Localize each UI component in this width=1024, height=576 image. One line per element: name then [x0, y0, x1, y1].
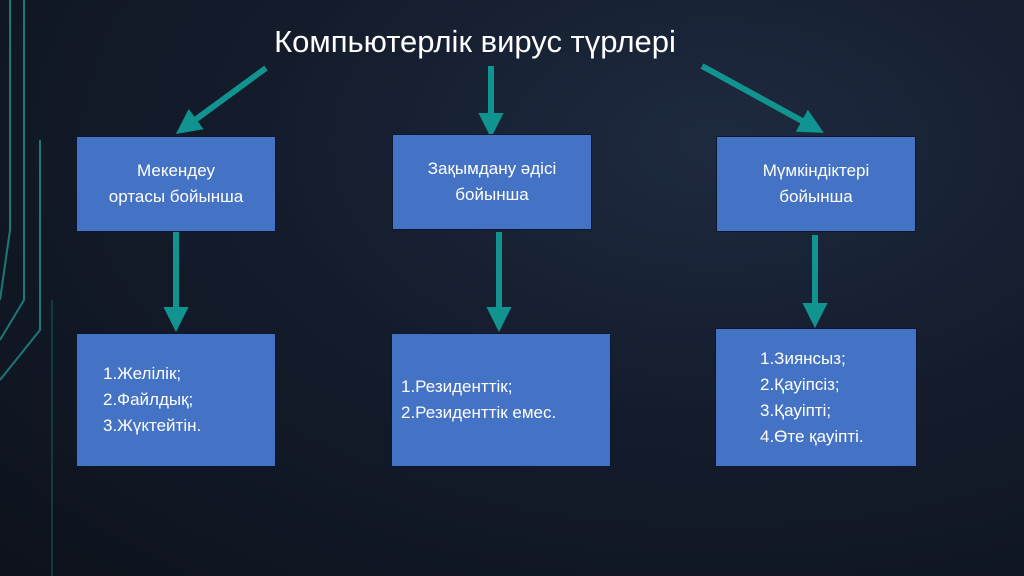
list-item: 3.Жүктейтін. — [103, 416, 202, 435]
category-label-line-1: Мекендеу — [137, 161, 215, 180]
list-box-infection-method: 1.Резиденттік; 2.Резиденттік емес. — [391, 333, 611, 467]
list-item: 1.Резиденттік; — [401, 377, 513, 396]
category-label-line-2: бойынша — [779, 187, 853, 206]
list-box-capabilities: 1.Зиянсыз; 2.Қауіпсіз; 3.Қауіпті; 4.Өте … — [715, 328, 917, 467]
diagram-title: Компьютерлік вирус түрлері — [274, 24, 676, 59]
category-box-habitat: Мекендеу ортасы бойынша — [76, 136, 276, 232]
arrow-title-to-header-3 — [700, 63, 824, 133]
category-label-line-1: Зақымдану әдісі — [427, 159, 557, 178]
list-item: 4.Өте қауіпті. — [760, 426, 864, 446]
list-box-habitat: 1.Желілік; 2.Файлдық; 3.Жүктейтін. — [76, 333, 276, 467]
category-label-line-2: бойынша — [455, 185, 529, 204]
category-label-line-1: Мүмкіндіктері — [762, 161, 870, 180]
list-item: 2.Файлдық; — [103, 390, 194, 409]
list-item: 2.Қауіпсіз; — [760, 374, 840, 394]
category-box-capabilities: Мүмкіндіктері бойынша — [716, 136, 916, 232]
list-item: 2.Резиденттік емес. — [401, 403, 557, 422]
arrow-title-to-header-1 — [175, 65, 268, 134]
list-item: 1.Желілік; — [103, 364, 182, 383]
category-box-infection-method: Зақымдану әдісі бойынша — [392, 134, 592, 230]
list-item: 3.Қауіпті; — [760, 400, 832, 420]
category-label-line-2: ортасы бойынша — [108, 187, 244, 206]
list-item: 1.Зиянсыз; — [760, 348, 846, 368]
